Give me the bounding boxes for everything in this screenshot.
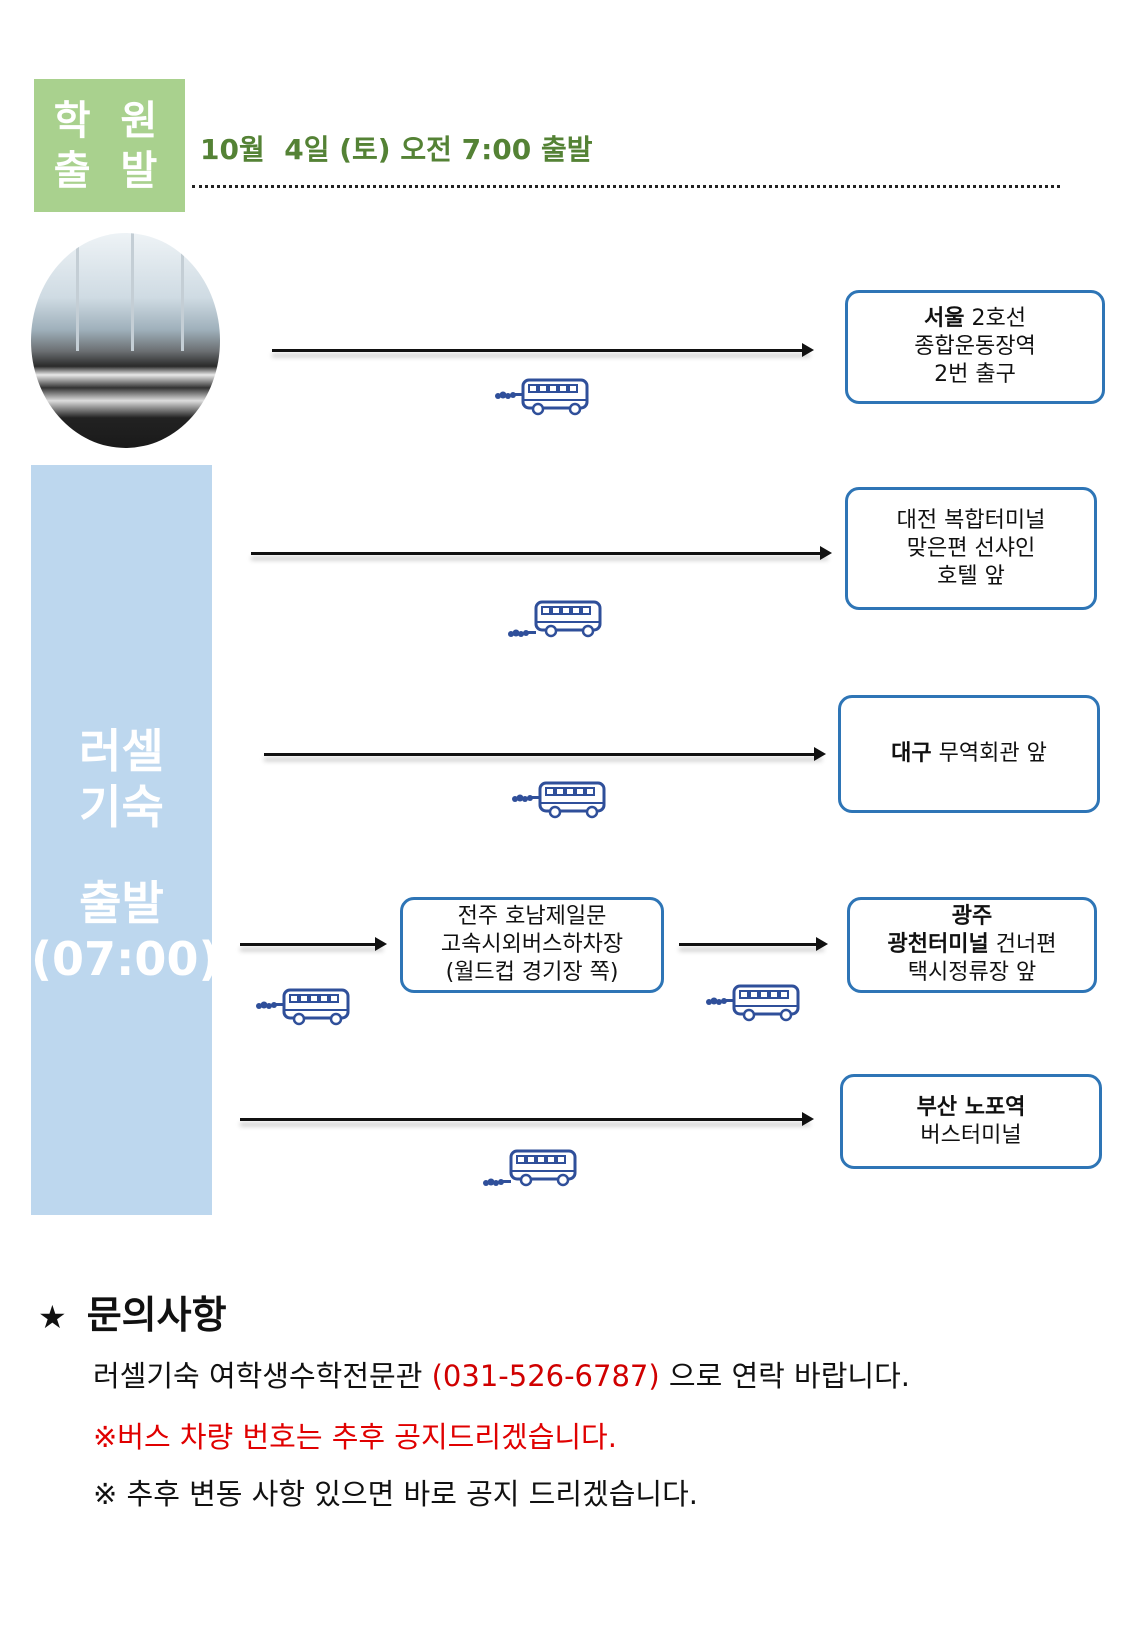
contact-text: 으로 연락 바랍니다. (659, 1359, 911, 1393)
stop-seoul: 서울 2호선 종합운동장역 2번 출구 (845, 290, 1105, 404)
stop-text: 택시정류장 앞 (907, 960, 1037, 985)
stop-busan: 부산 노포역 버스터미널 (840, 1074, 1102, 1169)
dotted-divider (192, 185, 1060, 188)
badge-line: 출 발 (53, 147, 166, 194)
dormitory-departure-panel: 러셀 기숙 출발 (07:00) (31, 465, 220, 1215)
sidebar-text: 출발 (79, 876, 164, 930)
stop-city: 부산 노포역 (916, 1094, 1026, 1120)
bus-icon (481, 1149, 581, 1189)
bus-icon (704, 984, 804, 1024)
sidebar-time: (07:00) (31, 932, 220, 986)
stop-city: 서울 (924, 306, 965, 331)
stop-text: 맞은편 선샤인 (906, 535, 1036, 561)
route-arrow (240, 1112, 814, 1126)
stop-gwangju: 광주 광천터미널 건너편 택시정류장 앞 (847, 897, 1097, 993)
stop-text: 광천터미널 (887, 932, 989, 957)
stop-city: 대구 (891, 741, 932, 766)
star-icon: ★ (38, 1298, 67, 1336)
stop-city: 광주 (951, 904, 993, 929)
classroom-photo (31, 233, 220, 448)
stop-text: 버스터미널 (920, 1122, 1022, 1148)
bus-icon (506, 600, 606, 640)
stop-text: 고속시외버스하차장 (440, 932, 624, 957)
stop-text: 건너편 (988, 932, 1057, 957)
stop-text: 대전 복합터미널 (896, 507, 1046, 533)
bus-icon (493, 378, 593, 418)
phone-number: (031-526-6787) (431, 1359, 660, 1393)
change-notice: ※ 추후 변동 사항 있으면 바로 공지 드리겠습니다. (93, 1477, 698, 1511)
contact-heading: ★ 문의사항 (38, 1284, 227, 1339)
sidebar-text: 러셀 (79, 724, 164, 778)
academy-departure-badge: 학 원 출 발 (34, 79, 185, 212)
sidebar-text: 기숙 (79, 780, 164, 834)
bus-icon (510, 781, 610, 821)
stop-text: (월드컵 경기장 쪽) (445, 960, 619, 985)
route-arrow (272, 343, 814, 357)
stop-text: 2호선 (964, 306, 1026, 331)
bus-icon (254, 988, 354, 1028)
stop-jeonju: 전주 호남제일문 고속시외버스하차장 (월드컵 경기장 쪽) (400, 897, 664, 993)
stop-daegu: 대구 무역회관 앞 (838, 695, 1100, 813)
stop-text: 무역회관 앞 (931, 741, 1047, 766)
badge-line: 학 원 (53, 97, 166, 144)
route-arrow (240, 937, 387, 951)
contact-heading-text: 문의사항 (86, 1293, 227, 1337)
stop-text: 2번 출구 (934, 362, 1016, 387)
route-arrow (679, 937, 828, 951)
stop-daejeon: 대전 복합터미널 맞은편 선샤인 호텔 앞 (845, 487, 1097, 610)
stop-text: 호텔 앞 (937, 563, 1005, 589)
stop-text: 전주 호남제일문 (457, 904, 607, 929)
route-arrow (264, 747, 826, 761)
bus-number-notice: ※버스 차량 번호는 추후 공지드리겠습니다. (93, 1420, 617, 1454)
stop-text: 종합운동장역 (914, 334, 1036, 359)
departure-title: 10월 4일 (토) 오전 7:00 출발 (200, 133, 593, 166)
contact-line: 러셀기숙 여학생수학전문관 (031-526-6787) 으로 연락 바랍니다. (93, 1353, 910, 1395)
route-arrow (251, 546, 832, 560)
contact-text: 러셀기숙 여학생수학전문관 (93, 1359, 432, 1393)
